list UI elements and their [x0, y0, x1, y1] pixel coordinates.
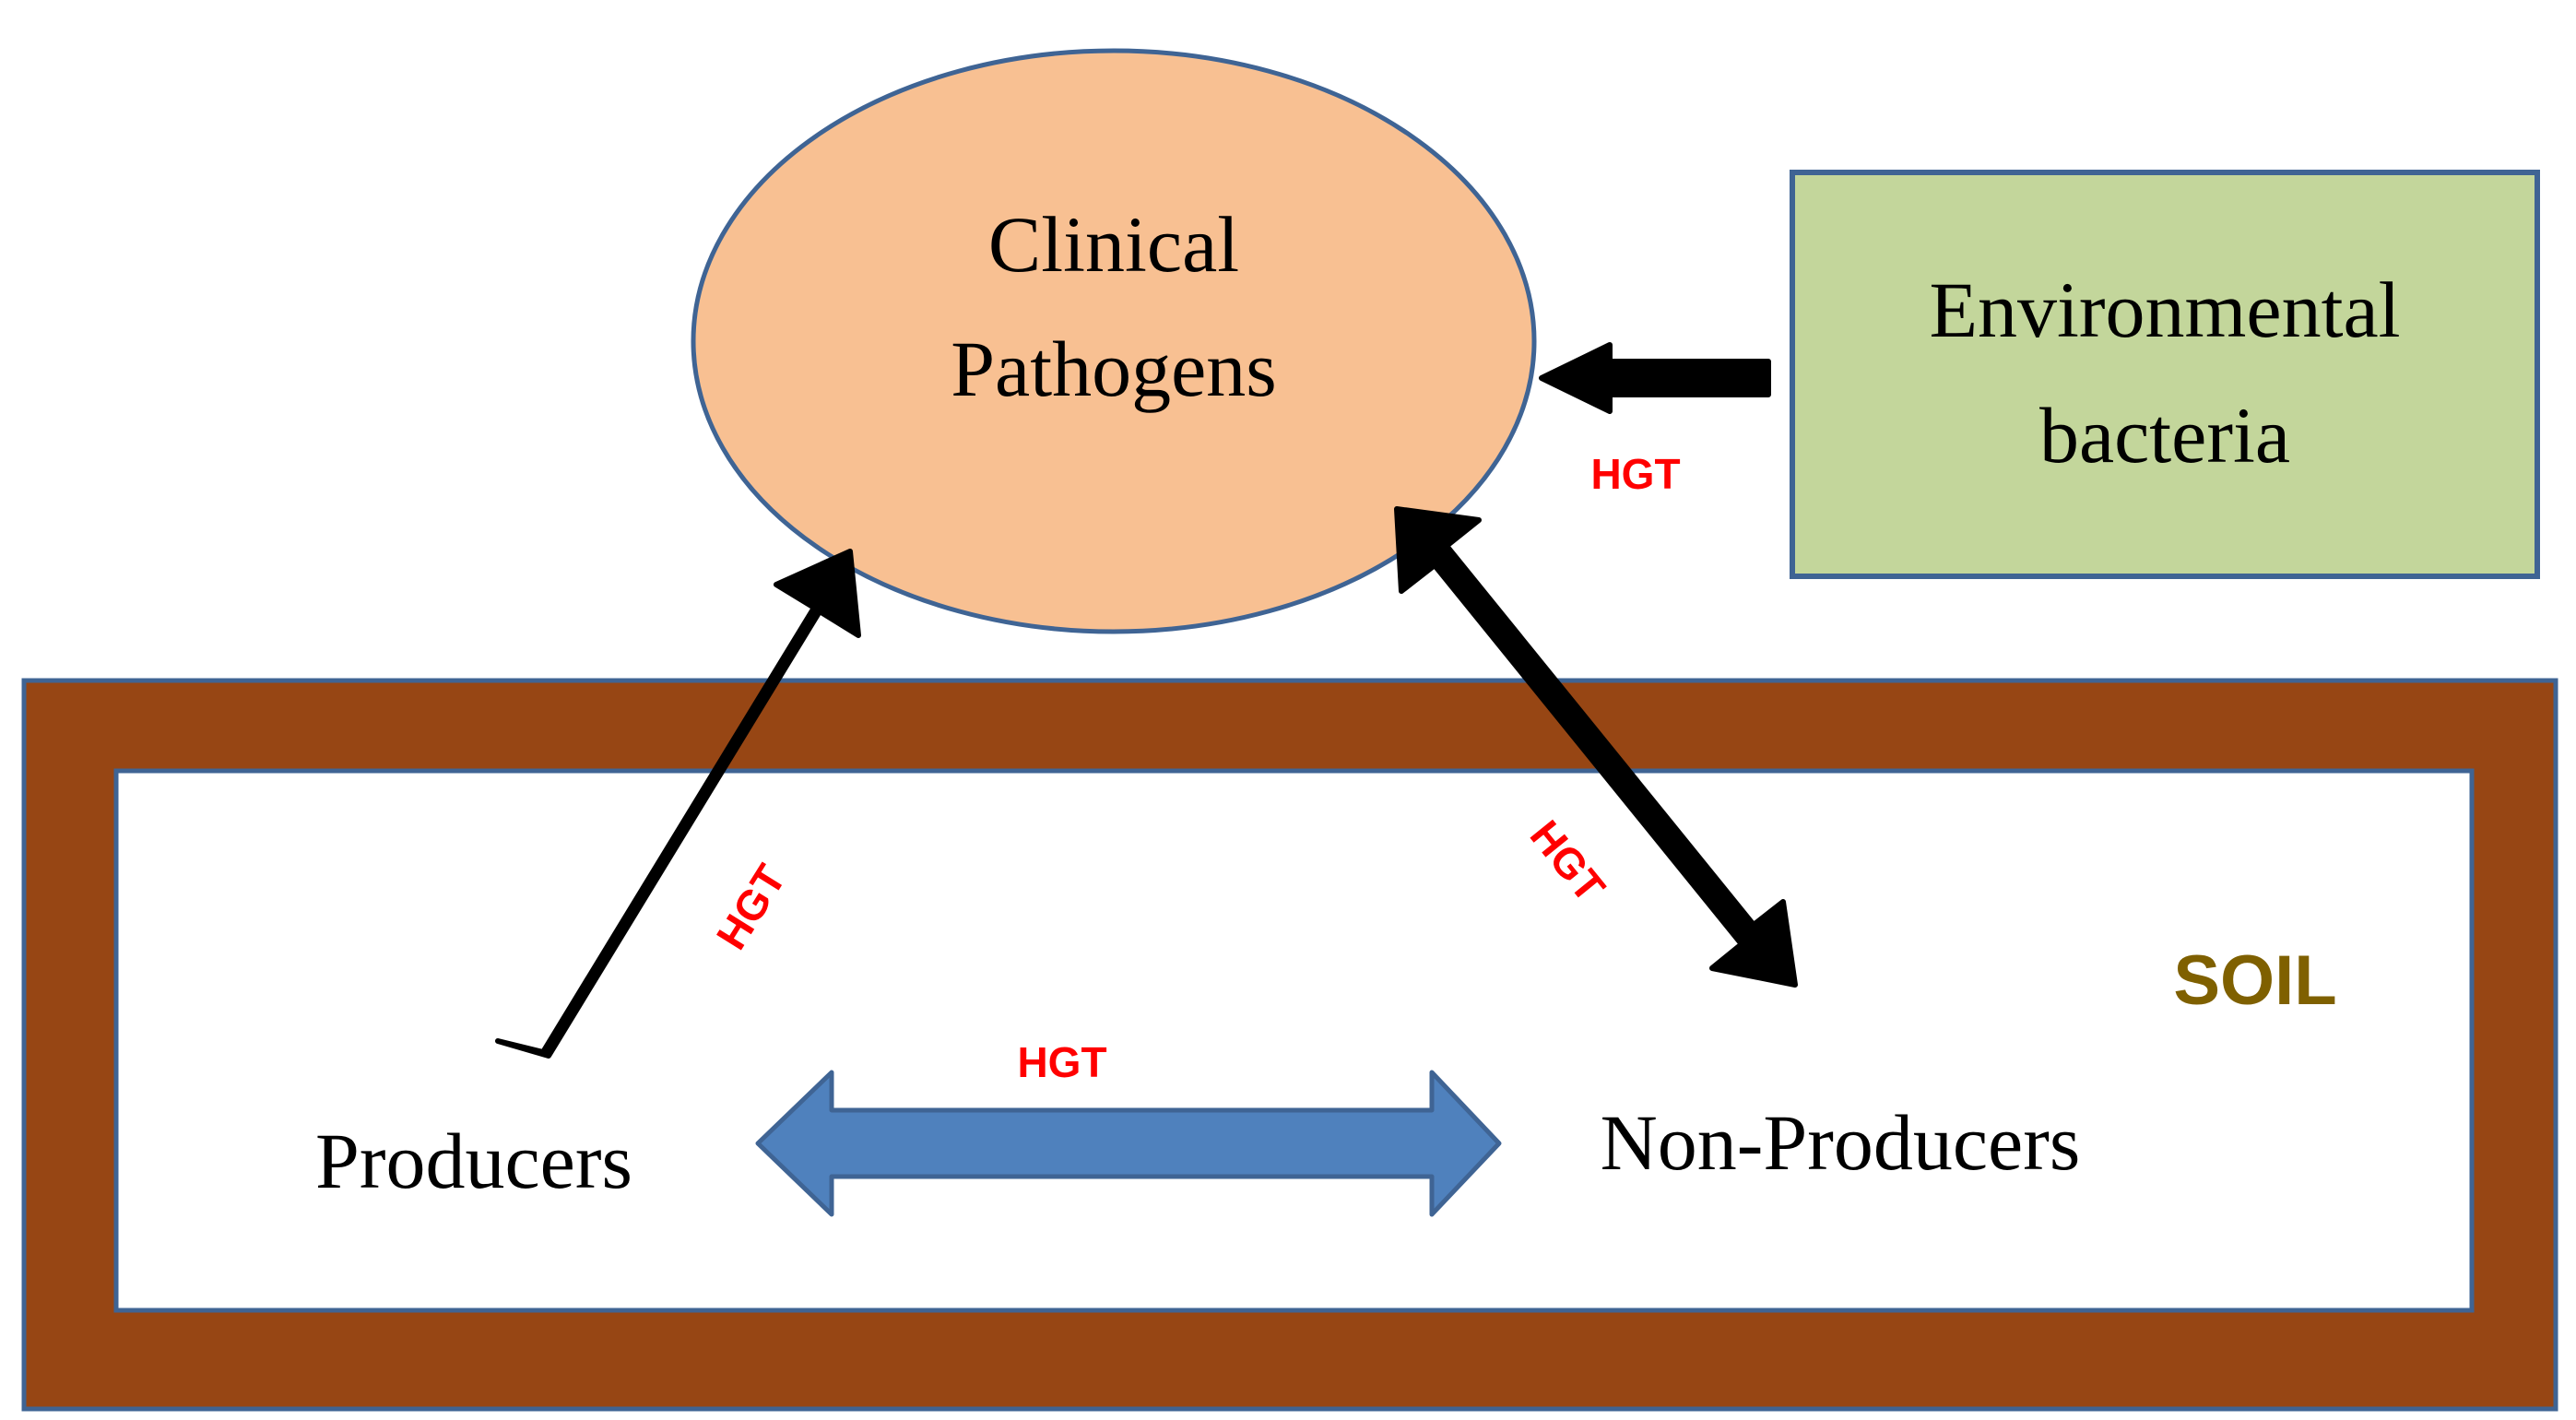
clinical-pathogens-ellipse	[691, 48, 1537, 634]
hgt-label-env: HGT	[1590, 450, 1680, 498]
soil-inner-area	[113, 768, 2475, 1313]
environmental-bacteria-label-line1: Environmental	[1929, 266, 2400, 354]
arrow-producers-nonproducers	[755, 1070, 1502, 1217]
arrow-producers-to-clinical	[495, 549, 861, 1059]
clinical-pathogens-label-line2: Pathogens	[951, 325, 1277, 413]
non-producers-label: Non-Producers	[1601, 1098, 2081, 1187]
hgt-label-producers-nonproducers: HGT	[1017, 1038, 1106, 1086]
producers-label: Producers	[315, 1117, 632, 1205]
soil-label: SOIL	[2173, 941, 2336, 1020]
environmental-bacteria-box	[1790, 170, 2540, 579]
clinical-pathogens-label-line1: Clinical	[988, 200, 1239, 289]
environmental-bacteria-label-line2: bacteria	[2039, 391, 2290, 479]
arrow-clinical-nonproducers	[1394, 506, 1798, 988]
arrow-env-to-clinical	[1539, 342, 1771, 414]
